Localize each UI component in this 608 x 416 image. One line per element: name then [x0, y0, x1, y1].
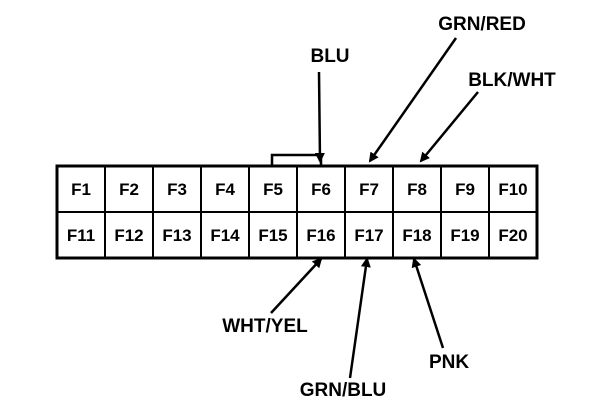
terminal-f8: F8: [407, 180, 427, 199]
terminal-f15: F15: [258, 226, 287, 245]
terminal-f5: F5: [263, 180, 283, 199]
arrow-f18-bottom: [411, 257, 445, 349]
terminal-f7: F7: [359, 180, 379, 199]
wire-label-f18: PNK: [429, 352, 469, 373]
connector-latch: [270, 153, 323, 166]
wire-label-f16: WHT/YEL: [222, 316, 308, 337]
terminal-f17: F17: [354, 226, 383, 245]
wire-label-f7: GRN/RED: [438, 14, 526, 35]
wire-label-f8: BLK/WHT: [468, 70, 556, 91]
terminal-f1: F1: [71, 180, 91, 199]
wire-label-f6: BLU: [310, 46, 349, 67]
arrow-f7-top: [368, 37, 458, 163]
terminal-f9: F9: [455, 180, 475, 199]
wire-label-f17: GRN/BLU: [300, 380, 387, 401]
arrow-f6-top: [314, 71, 325, 163]
arrow-f17-bottom: [348, 257, 371, 379]
arrow-f8-top: [419, 91, 479, 163]
arrow-f16-bottom: [270, 257, 323, 314]
terminal-f6: F6: [311, 180, 331, 199]
terminal-f4: F4: [215, 180, 235, 199]
terminal-f19: F19: [450, 226, 479, 245]
terminal-f18: F18: [402, 226, 431, 245]
terminal-f14: F14: [210, 226, 240, 245]
terminal-f12: F12: [114, 226, 143, 245]
connector-body: [55, 164, 539, 260]
terminal-f2: F2: [119, 180, 139, 199]
terminal-f20: F20: [498, 226, 527, 245]
terminal-f11: F11: [67, 226, 95, 245]
terminal-f10: F10: [498, 180, 527, 199]
terminal-f13: F13: [162, 226, 191, 245]
terminal-f3: F3: [167, 180, 187, 199]
terminal-f16: F16: [306, 226, 335, 245]
